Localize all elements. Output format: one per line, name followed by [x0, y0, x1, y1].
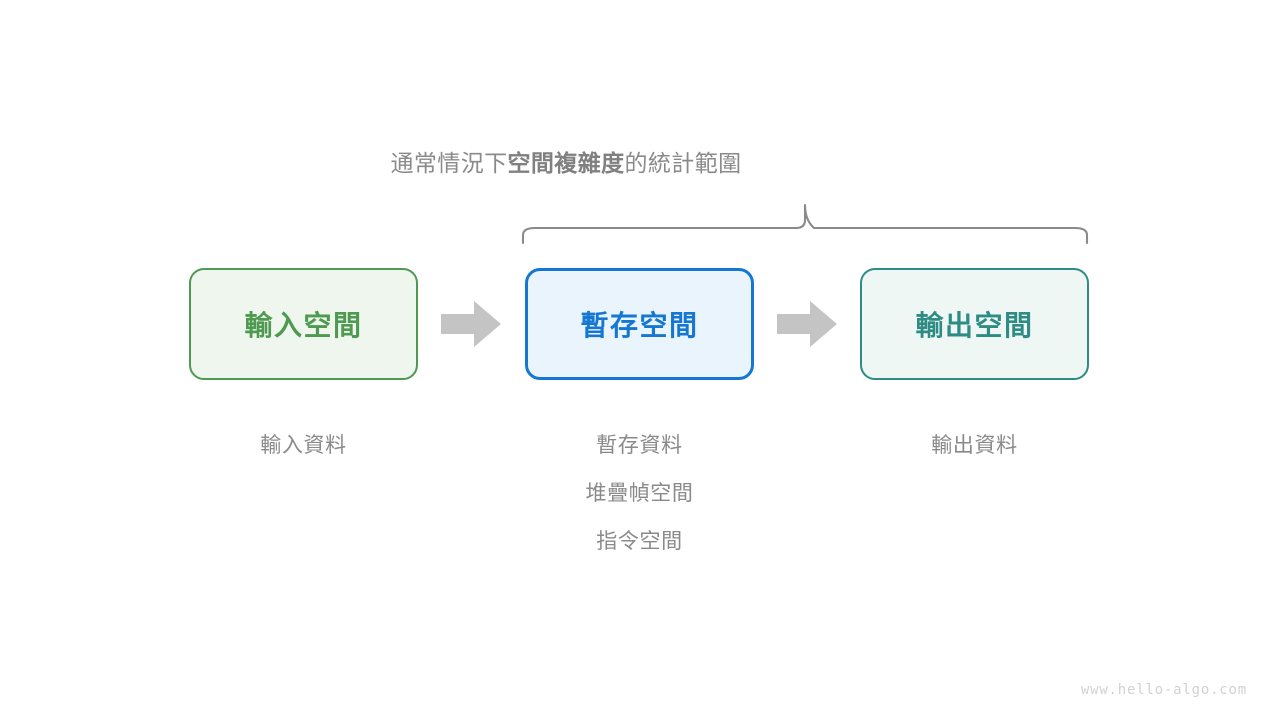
arrow-right-icon-2 — [777, 301, 837, 347]
box-temp-space: 暫存空間 — [525, 268, 754, 380]
caption-temp-line-3: 指令空間 — [596, 530, 683, 553]
caption-output-line-1: 輸出資料 — [931, 434, 1018, 457]
watermark: www.hello-algo.com — [1080, 682, 1247, 698]
box-temp-space-label: 暫存空間 — [580, 310, 699, 341]
brace-caption: 通常情況下空間複雜度的統計範圍 — [0, 144, 1280, 178]
box-output-space: 輸出空間 — [860, 268, 1089, 380]
curly-brace — [515, 196, 1100, 252]
brace-caption-emphasis: 空間複雜度 — [507, 150, 625, 176]
brace-caption-inner: 通常情況下空間複雜度的統計範圍 — [391, 144, 742, 178]
brace-caption-prefix: 通常情況下 — [390, 150, 508, 176]
box-input-space: 輸入空間 — [189, 268, 418, 380]
arrow-right-icon-1 — [441, 301, 501, 347]
caption-output-space: 輸出資料 — [860, 422, 1089, 470]
caption-temp-line-1: 暫存資料 — [596, 434, 683, 457]
caption-temp-space: 暫存資料 堆疊幀空間 指令空間 — [525, 422, 754, 566]
box-output-space-label: 輸出空間 — [915, 310, 1034, 341]
brace-caption-suffix: 的統計範圍 — [624, 150, 742, 176]
caption-input-line-1: 輸入資料 — [260, 434, 347, 457]
caption-temp-line-2: 堆疊幀空間 — [585, 482, 694, 505]
box-input-space-label: 輸入空間 — [244, 310, 363, 341]
caption-input-space: 輸入資料 — [189, 422, 418, 470]
